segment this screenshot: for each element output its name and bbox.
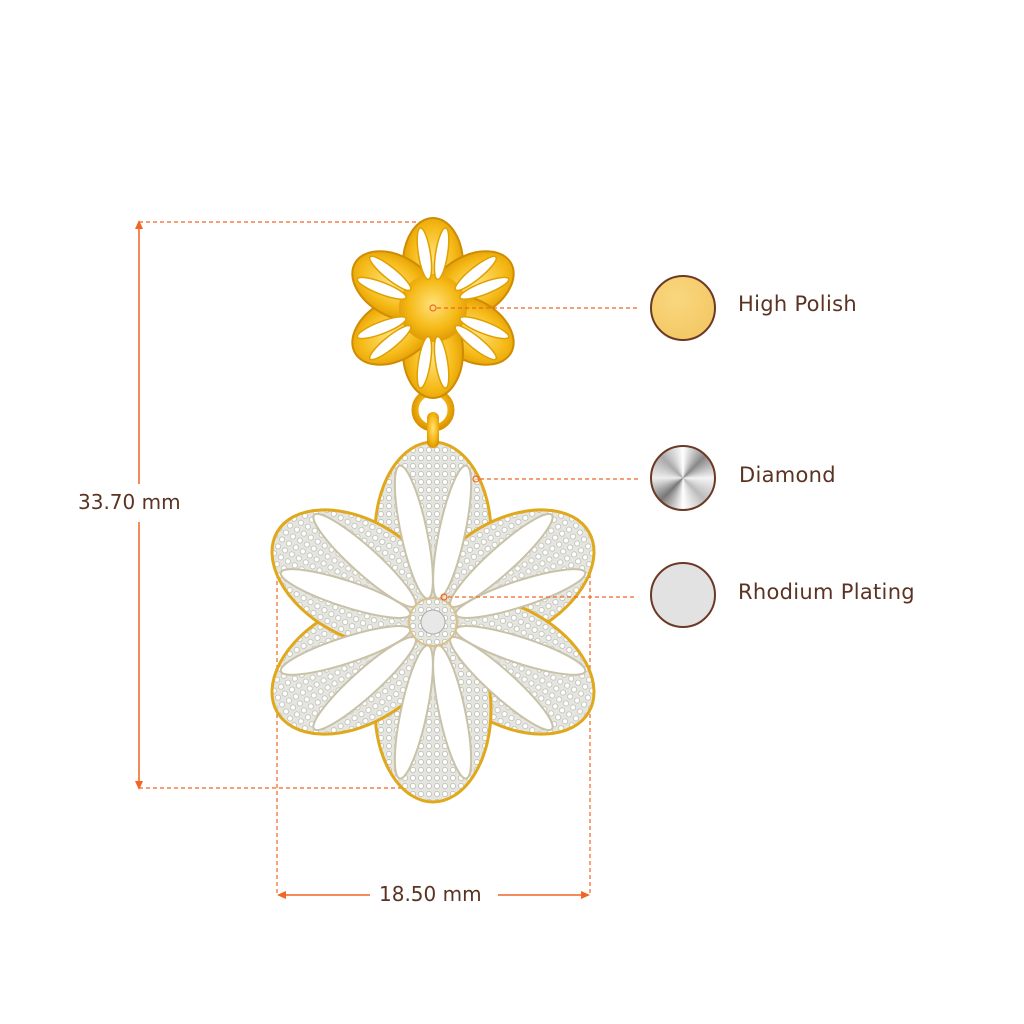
callout-lines xyxy=(429,304,640,601)
height-dimension xyxy=(135,220,440,790)
diamond-label: Diamond xyxy=(739,463,836,487)
width-label: 18.50 mm xyxy=(373,882,488,906)
high-polish-label: High Polish xyxy=(738,292,857,316)
diamond-swatch xyxy=(650,445,716,511)
bail xyxy=(411,388,455,448)
width-dimension xyxy=(276,560,591,899)
rhodium-plating-swatch xyxy=(650,562,716,628)
height-label: 33.70 mm xyxy=(72,490,187,514)
stud-flower xyxy=(351,217,515,399)
rhodium-plating-label: Rhodium Plating xyxy=(738,580,915,604)
pendant-flower xyxy=(270,440,596,804)
high-polish-swatch xyxy=(650,275,716,341)
